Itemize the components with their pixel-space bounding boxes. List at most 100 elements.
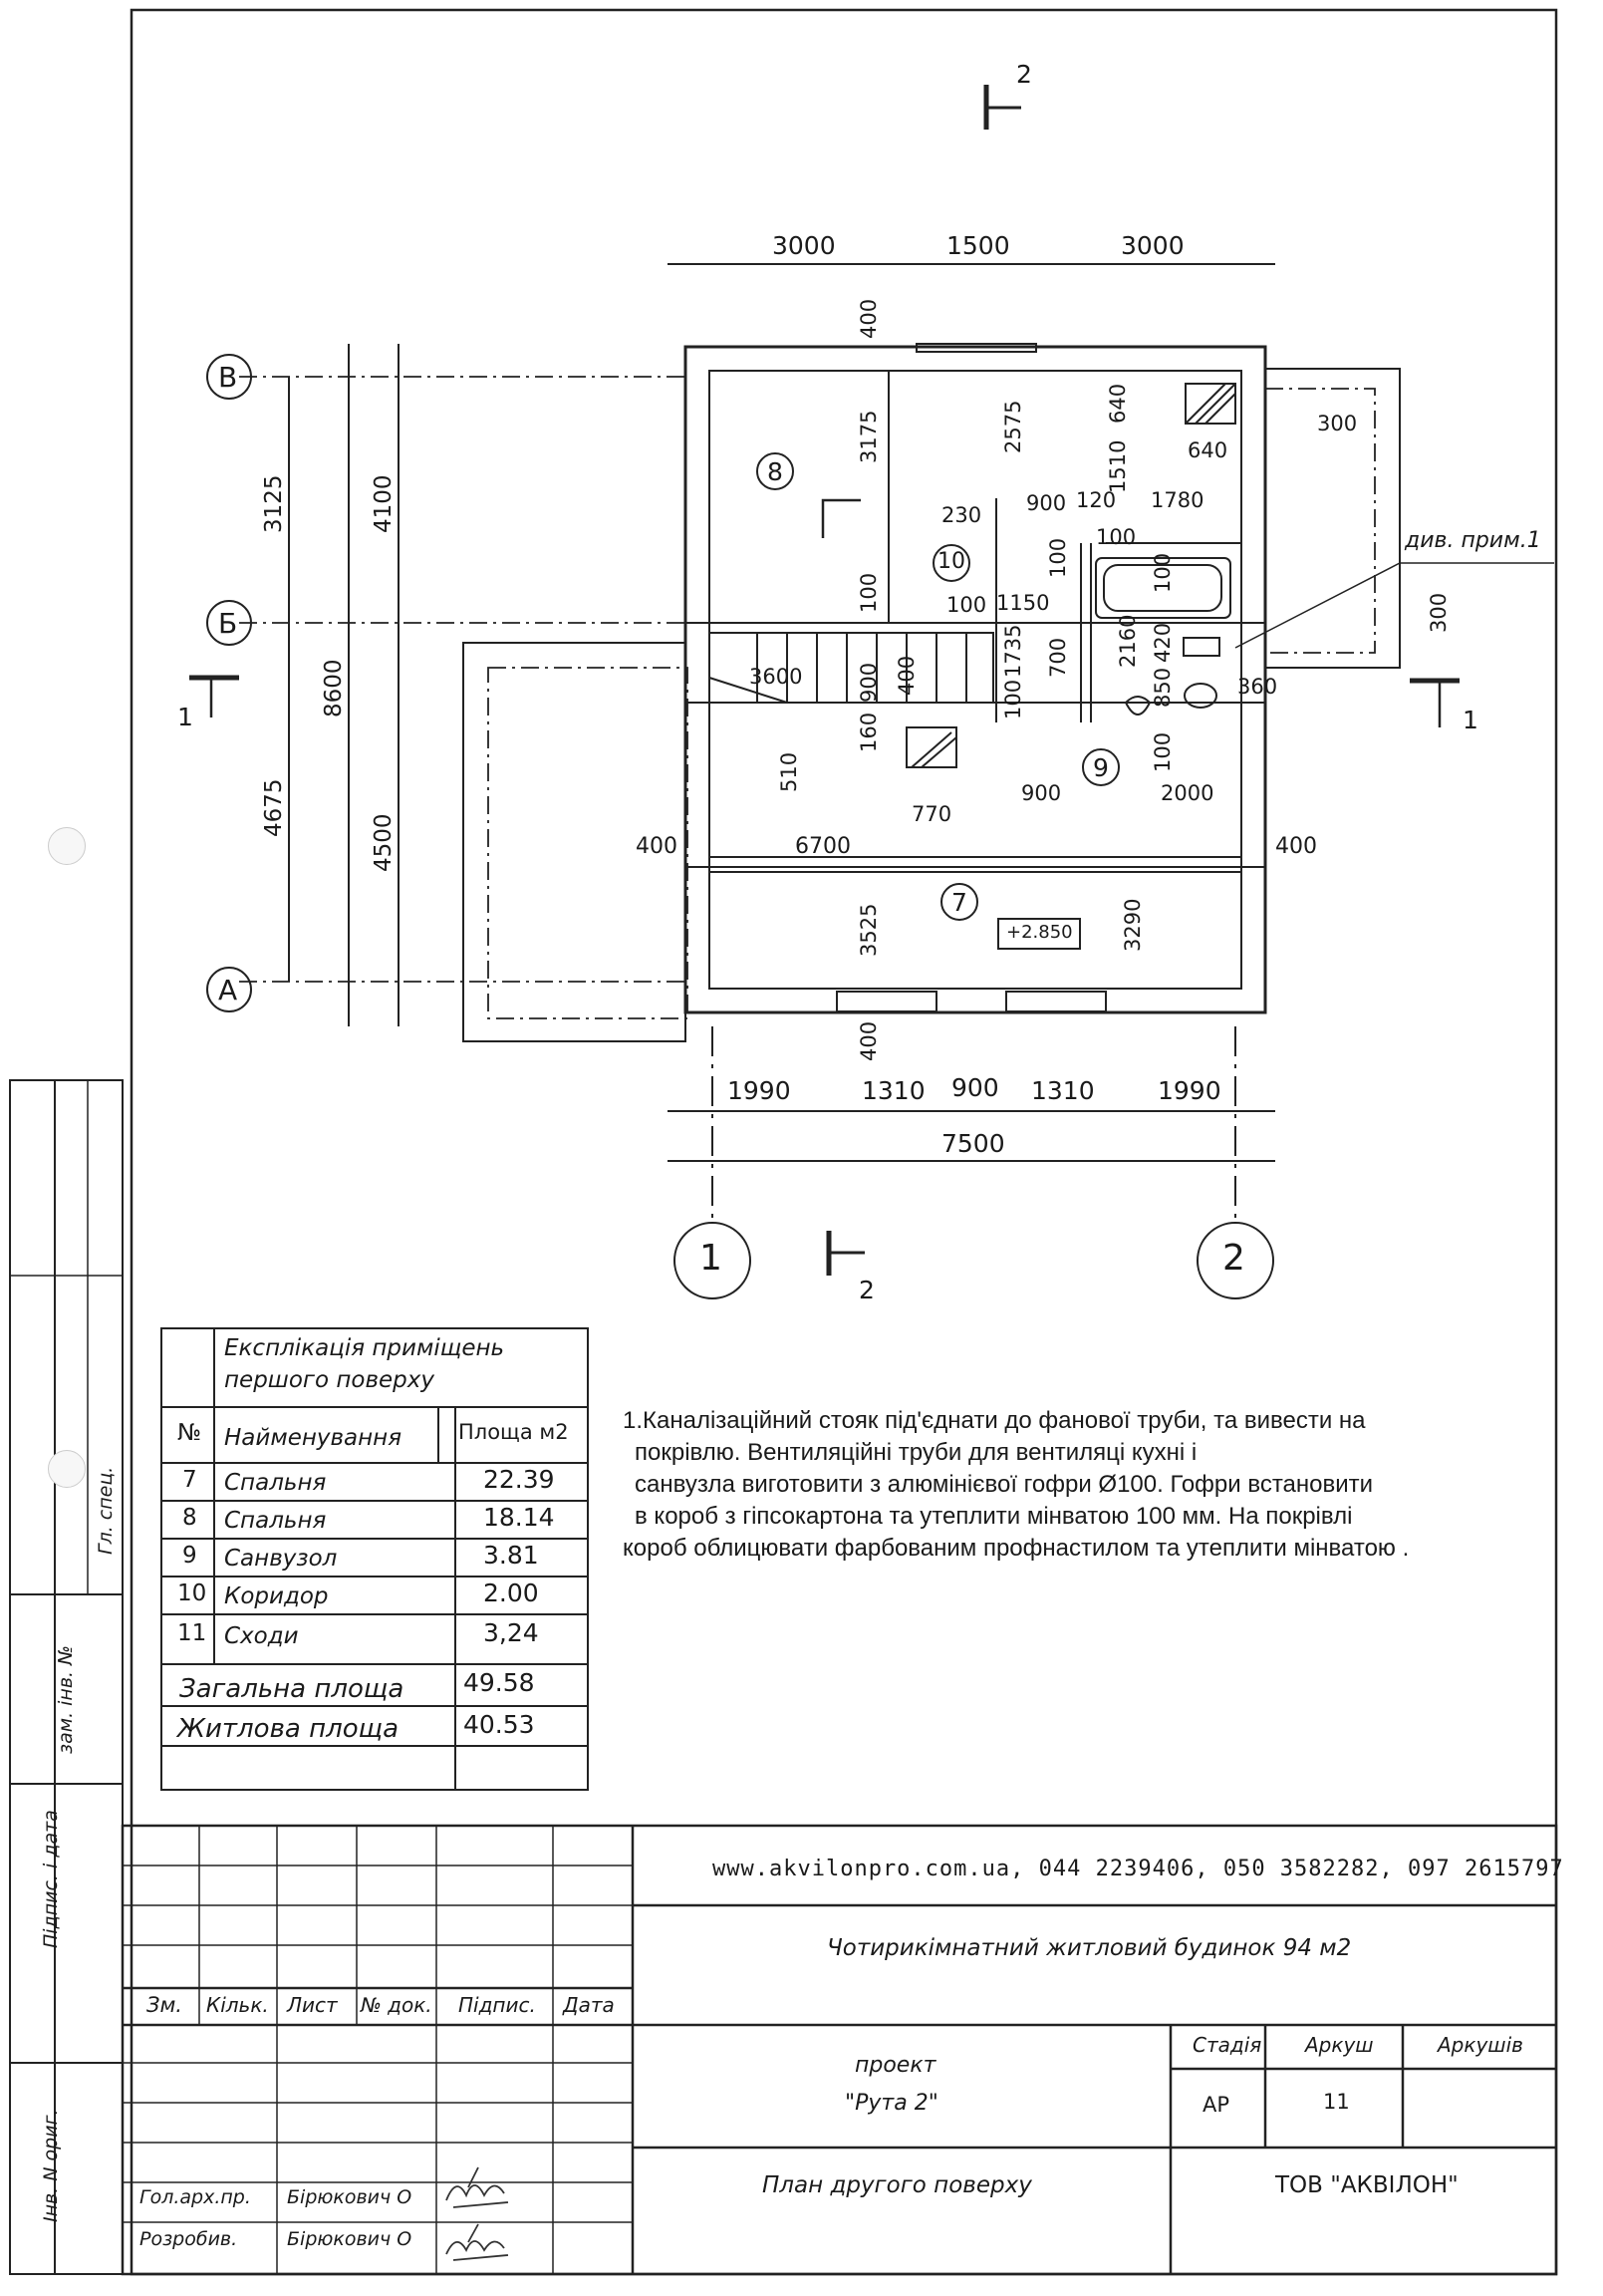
dim-1150: 1150 [996,591,1050,615]
column-header-no: № [177,1420,201,1446]
website: www.akvilonpro.com.ua, 044 2239406, 050 … [712,1857,1564,1881]
dim-400-left: 400 [636,834,677,859]
room-number-7: 7 [951,888,967,917]
note-reference: див. прим.1 [1405,528,1541,553]
row-no: 11 [177,1620,207,1646]
column-header-area: Площа м2 [458,1420,569,1444]
row-no: 8 [182,1505,197,1531]
row-name: Сходи [224,1623,299,1649]
name-developer: Бірюкович О [287,2228,412,2250]
row-name: Санвузол [224,1546,338,1572]
dim-bottom-4: 1310 [1031,1076,1095,1105]
explication-title-2: першого поверху [224,1367,435,1393]
dim-1780: 1780 [1151,488,1204,512]
rev-col-signature: Підпис. [458,1993,536,2017]
row-area: 18.14 [483,1503,555,1532]
row-area: 2.00 [483,1578,539,1607]
room-number-circle [933,544,970,582]
drawing-name: План другого поверху [762,2172,1032,2198]
row-name: Спальня [224,1508,327,1534]
row-area: 3,24 [483,1618,539,1647]
dim-bottom-total: 7500 [941,1129,1005,1158]
note-line: короб облицювати фарбованим профнастилом… [623,1535,1410,1562]
dim-770: 770 [912,802,952,826]
section-label-right: 1 [1463,706,1478,734]
axis-label-2: 2 [1222,1238,1245,1279]
section-label-top: 2 [1016,60,1032,89]
level-mark: +2.850 [1006,922,1073,943]
general-note: 1.Каналізаційний стояк під'єднати до фан… [623,1405,1519,1565]
toilet [1184,683,1217,709]
project-title: "Рута 2" [845,2091,938,2116]
stamp-chief-specialist: Гл. спец. [95,1466,117,1555]
stamp-original-inv: Інв. N ориг. [40,2109,62,2222]
dim-6700: 6700 [795,834,851,859]
washbasin [1124,696,1152,716]
section-label-left: 1 [177,703,193,731]
explication-title-1: Експлікація приміщень [224,1335,505,1361]
room-number-circle [1082,748,1120,786]
sheets-header: Аркушів [1438,2033,1523,2057]
stage-header: Стадія [1193,2033,1262,2057]
sheet-header: Аркуш [1305,2033,1374,2057]
room-number-circle [756,452,794,490]
living-area-value: 40.53 [463,1710,535,1739]
dim-bottom-5: 1990 [1158,1076,1221,1105]
bathtub [1095,557,1231,619]
dim-top-2: 1500 [946,231,1010,260]
note-line: в короб з гіпсокартона та утеплити мінва… [635,1503,1353,1530]
binder-hole [48,1450,86,1488]
axis-label-v: В [218,361,238,394]
axis-bubble [206,354,252,400]
living-area-label: Житлова площа [177,1714,400,1744]
rev-col-sheet: Лист [287,1993,338,2017]
note-line: покрівлю. Вентиляційні труби для вентиля… [635,1439,1198,1466]
rev-col-qty: Кільк. [206,1993,269,2017]
project-word: проект [855,2053,936,2078]
project-name: Чотирикімнатний житловий будинок 94 м2 [827,1935,1352,1961]
room-number-8: 8 [767,457,783,486]
room-number-circle [940,883,978,921]
axis-label-a: А [218,974,238,1006]
name-chief-architect: Бірюкович О [287,2186,412,2208]
note-line: санвузла виготовити з алюмінієвої гофри … [635,1471,1374,1498]
dim-900-c: 900 [1021,781,1062,805]
note-line: 1.Каналізаційний стояк під'єднати до фан… [623,1407,1366,1434]
row-no: 10 [177,1580,207,1606]
total-area-value: 49.58 [463,1668,535,1697]
section-label-bottom: 2 [859,1276,875,1304]
dim-900-a: 900 [1026,491,1067,515]
axis-label-b: Б [218,607,238,640]
axis-bubble [206,600,252,646]
axis-bubble [206,967,252,1012]
dim-3600: 3600 [749,665,803,689]
staircase [708,632,994,704]
row-name: Спальня [224,1470,327,1496]
row-name: Коридор [224,1583,329,1609]
row-area: 3.81 [483,1541,539,1570]
dim-100-d: 100 [946,593,987,617]
chimney [906,726,957,768]
dim-400-right: 400 [1275,834,1317,859]
dim-top-1: 3000 [772,231,836,260]
row-area: 22.39 [483,1465,555,1494]
dim-bottom-3: 900 [951,1073,999,1102]
row-no: 7 [182,1467,197,1493]
dim-100-a: 100 [1096,525,1137,549]
dim-2000: 2000 [1161,781,1214,805]
total-area-label: Загальна площа [179,1674,404,1704]
dim-640-b: 640 [1188,438,1228,462]
dim-120: 120 [1076,488,1117,512]
company-name: ТОВ "АКВІЛОН" [1275,2172,1459,2198]
signature [445,2166,509,2261]
rev-col-date: Дата [563,1993,615,2017]
room-number-10: 10 [937,549,965,574]
stage-value: АР [1202,2093,1230,2117]
dim-360: 360 [1237,675,1278,699]
role-chief-architect: Гол.арх.пр. [139,2186,251,2208]
sheet-value: 11 [1323,2090,1350,2114]
stamp-replacement-inv: зам. інв. № [55,1645,77,1754]
dim-bottom-1: 1990 [727,1076,791,1105]
rev-col-doc: № док. [361,1993,432,2017]
